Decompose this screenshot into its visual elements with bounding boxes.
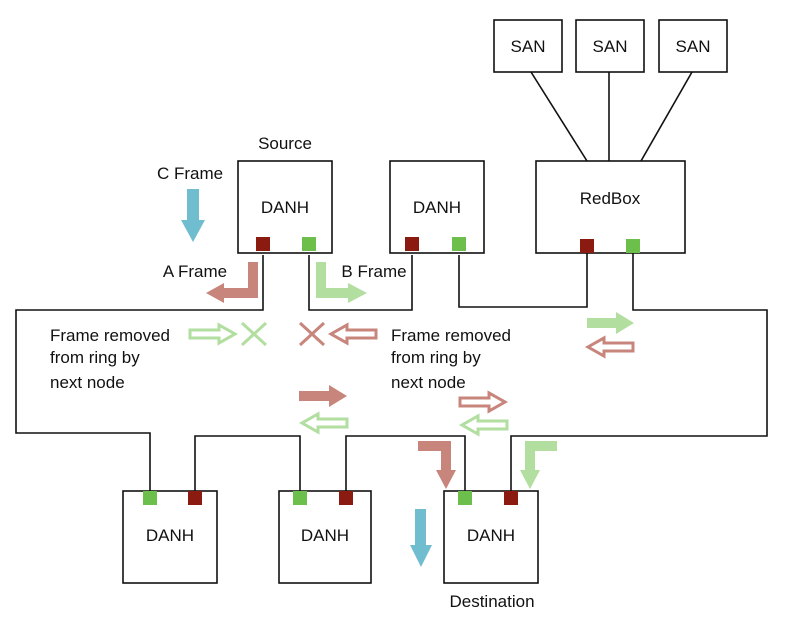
b-frame-delivery-arrowhead bbox=[520, 470, 540, 489]
b-frame-removed-x-mark bbox=[240, 321, 268, 347]
san-device-1: SAN bbox=[493, 19, 563, 73]
danh-port-b bbox=[452, 237, 466, 251]
danh-label: DANH bbox=[301, 526, 349, 545]
danh-port-a bbox=[504, 491, 518, 505]
redbox-port-b bbox=[626, 239, 640, 253]
danh-destination-node: DANH bbox=[443, 490, 539, 584]
b-frame-hollow-arrow-bottom bbox=[298, 411, 349, 435]
danh-port-b bbox=[458, 491, 472, 505]
c-frame-label: C Frame bbox=[157, 164, 223, 183]
source-label: Source bbox=[258, 134, 312, 153]
b-frame-arrow-right-segment bbox=[587, 312, 634, 334]
b-frame-hollow-arrow-bottom-right bbox=[458, 413, 509, 437]
ring-link-redbox-to-destination bbox=[510, 253, 768, 494]
danh-port-a bbox=[339, 491, 353, 505]
danh-label: DANH bbox=[146, 526, 194, 545]
a-frame-delivery-path bbox=[418, 441, 451, 472]
a-frame-hollow-arrow-right bbox=[327, 322, 378, 346]
danh-bottom-middle-node: DANH bbox=[278, 490, 372, 584]
danh-port-a bbox=[405, 237, 419, 251]
a-frame-label: A Frame bbox=[163, 262, 227, 281]
danh-source-node: DANH bbox=[237, 160, 333, 254]
danh-bottom-left-node: DANH bbox=[122, 490, 218, 584]
ring-link-bottom-middle-to-destination bbox=[345, 435, 466, 494]
san-device-3: SAN bbox=[658, 19, 728, 73]
redbox-port-a bbox=[580, 239, 594, 253]
a-frame-path-arrow bbox=[222, 262, 258, 298]
san-label: SAN bbox=[511, 37, 546, 56]
danh-port-b bbox=[143, 491, 157, 505]
danh-port-b bbox=[293, 491, 307, 505]
b-frame-arrowhead bbox=[348, 283, 367, 303]
c-frame-down-arrow bbox=[181, 189, 205, 242]
danh-top-middle-node: DANH bbox=[389, 160, 485, 254]
danh-port-a bbox=[188, 491, 202, 505]
danh-label: DANH bbox=[467, 526, 515, 545]
san-device-2: SAN bbox=[575, 19, 645, 73]
frame-removed-left-text: Frame removed from ring by next node bbox=[50, 326, 175, 392]
frame-removed-right-text: Frame removed from ring by next node bbox=[391, 326, 516, 392]
redbox-node: RedBox bbox=[535, 160, 686, 254]
danh-port-b bbox=[302, 237, 316, 251]
a-frame-hollow-arrow-bottom-right bbox=[458, 390, 509, 414]
danh-label: DANH bbox=[261, 198, 309, 217]
san-label: SAN bbox=[593, 37, 628, 56]
danh-port-a bbox=[256, 237, 270, 251]
ring-link-source-to-top-middle bbox=[308, 255, 413, 311]
a-frame-removed-x-mark bbox=[298, 321, 326, 347]
redbox-label: RedBox bbox=[580, 189, 641, 208]
ring-link-top-middle-to-redbox bbox=[458, 253, 588, 308]
b-frame-hollow-arrow-left bbox=[188, 322, 239, 346]
danh-label: DANH bbox=[413, 198, 461, 217]
san-label: SAN bbox=[676, 37, 711, 56]
a-frame-arrowhead bbox=[206, 283, 224, 303]
b-frame-delivery-path bbox=[525, 441, 557, 472]
destination-label: Destination bbox=[449, 592, 534, 611]
ring-link-bottom-left-to-bottom-middle bbox=[194, 435, 301, 494]
a-frame-delivery-arrowhead bbox=[436, 470, 456, 489]
b-frame-label: B Frame bbox=[341, 262, 406, 281]
a-frame-arrow-bottom bbox=[299, 385, 347, 407]
ring-wiring bbox=[15, 71, 768, 494]
b-frame-path-arrow bbox=[316, 262, 350, 298]
san-link-3 bbox=[640, 71, 693, 162]
a-frame-hollow-arrow-right-segment bbox=[584, 335, 635, 359]
ring-outer-path bbox=[15, 255, 264, 494]
c-frame-delivery-arrow bbox=[410, 509, 432, 567]
san-link-1 bbox=[530, 71, 588, 162]
